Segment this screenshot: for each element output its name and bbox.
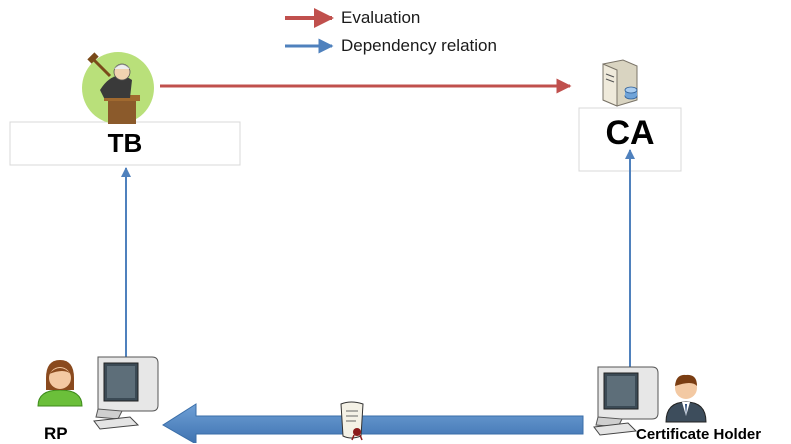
legend-evaluation-label: Evaluation [341,8,421,27]
legend-dependency-label: Dependency relation [341,36,497,55]
computer-icon [593,366,659,436]
certificate-transfer-arrow [162,403,584,443]
computer-icon [93,356,159,430]
ca-label: CA [605,114,655,152]
tb-label: TB [107,128,143,158]
certificate-scroll-icon [340,401,364,441]
tb-box [9,121,241,166]
certificate-holder-label: Certificate Holder [636,426,762,443]
judge-icon [82,52,154,124]
rp-label: RP [44,424,68,443]
user-male-icon [665,374,707,423]
server-icon [602,59,638,107]
user-female-icon [37,360,83,407]
